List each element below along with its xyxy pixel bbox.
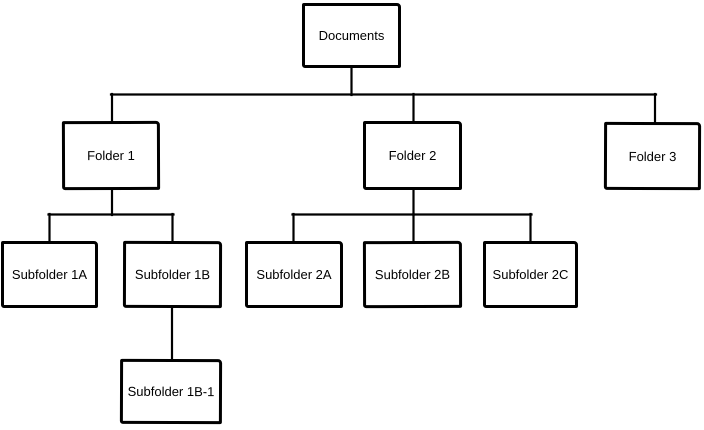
node-subfolder-1a: Subfolder 1A: [1, 241, 98, 308]
node-folder-3: Folder 3: [603, 121, 702, 191]
node-subfolder-1b-label: Subfolder 1B: [134, 266, 211, 283]
node-subfolder-2b-label: Subfolder 2B: [374, 266, 451, 283]
node-subfolder-2c: Subfolder 2C: [483, 241, 578, 308]
node-subfolder-1b-1-label: Subfolder 1B-1: [127, 383, 215, 400]
node-folder-1: Folder 1: [61, 120, 161, 191]
node-subfolder-1a-label: Subfolder 1A: [11, 267, 88, 282]
node-folder-2: Folder 2: [363, 121, 462, 190]
node-folder-1-label: Folder 1: [87, 147, 135, 164]
node-subfolder-2b: Subfolder 2B: [362, 240, 463, 309]
node-subfolder-2a-label: Subfolder 2A: [256, 267, 332, 282]
node-documents-label: Documents: [318, 28, 385, 43]
node-subfolder-2a: Subfolder 2A: [245, 241, 343, 308]
node-folder-3-label: Folder 3: [628, 148, 677, 164]
node-subfolder-1b: Subfolder 1B: [122, 240, 223, 309]
node-folder-2-label: Folder 2: [388, 148, 437, 163]
node-documents: Documents: [302, 3, 401, 68]
node-subfolder-2c-label: Subfolder 2C: [492, 267, 569, 282]
node-subfolder-1b-1: Subfolder 1B-1: [119, 358, 223, 425]
